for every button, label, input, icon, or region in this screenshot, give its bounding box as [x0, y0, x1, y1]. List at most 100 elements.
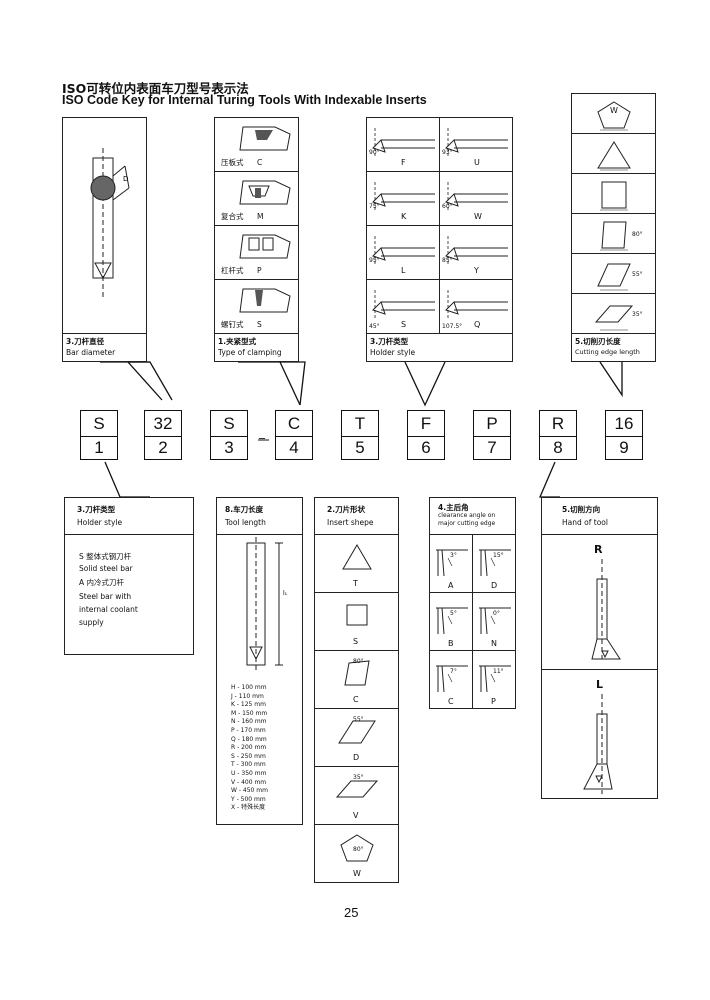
tool-length-row: Y - 500 mm — [231, 795, 266, 804]
cutting-edge-cell: 55° — [571, 253, 656, 294]
holder-angle: 85° — [442, 257, 453, 264]
tool-length-value: 200 mm — [241, 744, 267, 752]
code-index: 4 — [289, 438, 299, 457]
insert-shape-caption: 2.刀片形状 Insert shepe — [314, 497, 399, 535]
caption-en: Holder style — [77, 518, 123, 527]
clamp-s-icon — [239, 288, 291, 313]
tool-length-caption: 8.车刀长度 Tool length — [216, 497, 303, 535]
code-box-5: T 5 — [341, 410, 379, 460]
clearance-cell: 15° D — [472, 534, 516, 593]
insert-code: C — [353, 695, 359, 704]
code-box-2: 32 2 — [144, 410, 182, 460]
holder-style-icon — [372, 128, 435, 158]
clamping-cell-p: 杠杆式 P — [214, 225, 299, 280]
clearance-cell: 0°N — [472, 592, 516, 651]
clearance-cell: 5°B — [429, 592, 473, 651]
code-value: 32 — [145, 411, 181, 437]
clearance-cell: 11°P — [472, 650, 516, 709]
clearance-angle: 5° — [450, 610, 457, 617]
tool-length-row: Q - 180 mm — [231, 735, 267, 744]
hand-panel: 5.切削方向 Hand of tool R L — [541, 497, 658, 799]
caption-en: Insert shepe — [327, 518, 374, 527]
insert-shape-cell: S — [314, 592, 399, 651]
right-hand-tool-icon — [591, 559, 621, 660]
code-value: F — [408, 411, 444, 437]
clamp-cn: 螺钉式 — [221, 320, 244, 329]
code-index: 6 — [421, 438, 431, 457]
clearance-code: D — [491, 581, 498, 590]
insert-edge-icon — [597, 141, 631, 171]
tool-length-value: 160 mm — [241, 718, 267, 726]
code-separator: _ — [259, 425, 265, 439]
code-box-4: C 4 — [275, 410, 313, 460]
hand-code: R — [594, 543, 603, 556]
tool-length-code: M - — [231, 709, 243, 717]
holder-code: W — [474, 212, 482, 221]
hand-cell-r: R — [541, 534, 658, 670]
code-value: P — [474, 411, 510, 437]
bar-diameter-drawing: D — [90, 148, 130, 298]
tool-length-code: Y - — [231, 795, 241, 803]
code-index: 8 — [553, 438, 563, 457]
holder-style-cell: 75°K — [366, 171, 440, 226]
tool-length-row: K - 125 mm — [231, 700, 266, 709]
insert-shape-cell: 35°V — [314, 766, 399, 825]
clamp-cn: 复合式 — [221, 212, 244, 221]
insert-shape-cell: 80°C — [314, 650, 399, 709]
caption-cn: 3.刀杆类型 — [77, 505, 116, 514]
tool-length-row: V - 400 mm — [231, 778, 266, 787]
clamp-code: S — [257, 320, 262, 329]
code-box-7: P 7 — [473, 410, 511, 460]
insert-code: V — [353, 811, 359, 820]
caption-cn: 4.主后角 — [438, 503, 469, 512]
bar-diameter-caption: 3.刀杆直径 Bar diameter — [62, 333, 147, 362]
holder-code: U — [474, 158, 480, 167]
code-box-9: 16 9 — [605, 410, 643, 460]
left-hand-tool-icon — [583, 694, 613, 794]
clamp-p-icon — [239, 234, 291, 259]
tool-length-row: M - 150 mm — [231, 709, 267, 718]
clearance-angle: 15° — [493, 552, 504, 559]
tool-length-value: 110 mm — [238, 692, 264, 700]
clearance-angle: 0° — [493, 610, 500, 617]
clamp-code: C — [257, 158, 263, 167]
code-value: S — [81, 411, 117, 437]
holder-bottom-caption: 3.刀杆类型 Holder style — [64, 497, 194, 535]
tool-length-code: K - — [231, 701, 241, 709]
clearance-angle: 3° — [450, 552, 457, 559]
clamp-c-icon — [239, 126, 291, 151]
clearance-code: P — [491, 697, 496, 706]
holder-style-icon — [372, 290, 435, 320]
holder-angle: 95° — [369, 257, 380, 264]
clearance-code: C — [448, 697, 454, 706]
caption-en: Tool length — [225, 518, 266, 527]
tool-length-row: S - 250 mm — [231, 752, 266, 761]
tool-length-code: R - — [231, 744, 242, 752]
holder-code: Q — [474, 320, 481, 329]
caption-cn: 3.刀杆直径 — [66, 337, 105, 346]
code-index: 9 — [619, 438, 629, 457]
hand-cell-l: L — [541, 669, 658, 799]
code-box-3: S 3 — [210, 410, 248, 460]
holder-style-cell: 60°W — [439, 171, 513, 226]
holder-style-icon — [445, 290, 508, 320]
insert-angle: 80° — [353, 846, 364, 853]
tool-length-value: 250 mm — [240, 752, 266, 760]
insert-edge-icon — [600, 181, 628, 211]
code-box-6: F 6 — [407, 410, 445, 460]
svg-text:l₁: l₁ — [283, 590, 288, 597]
bar-diameter-panel: D 3.刀杆直径 Bar diameter — [62, 117, 147, 362]
page-title-cn: ISO可转位内表面车刀型号表示法 — [62, 81, 249, 96]
code-index: 2 — [158, 438, 168, 457]
tool-length-value: 150 mm — [242, 709, 268, 717]
holder-style-icon — [445, 236, 508, 266]
tool-length-row: R - 200 mm — [231, 743, 266, 752]
tool-length-row: T - 300 mm — [231, 760, 266, 769]
code-value: R — [540, 411, 576, 437]
holder-style-icon — [372, 236, 435, 266]
insert-shape-icon — [344, 660, 370, 686]
holder-style-cell: 95°L — [366, 225, 440, 280]
